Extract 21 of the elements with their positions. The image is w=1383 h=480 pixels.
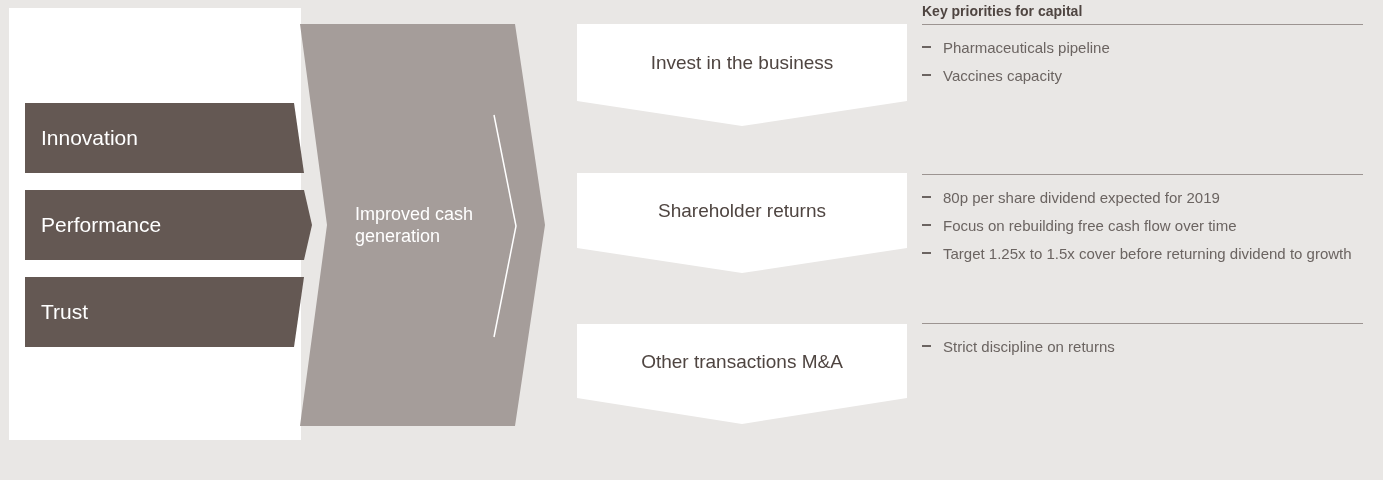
column-heading: Key priorities for capital bbox=[922, 3, 1083, 21]
bullet-text: 80p per share dividend expected for 2019 bbox=[943, 188, 1220, 208]
node-label: Innovation bbox=[41, 124, 138, 151]
bullet-text: Strict discipline on returns bbox=[943, 337, 1115, 357]
pillar-box bbox=[25, 277, 304, 347]
down-chevron-box bbox=[577, 24, 907, 126]
down-chevron-box bbox=[577, 324, 907, 424]
node-label: Shareholder returns bbox=[658, 198, 826, 223]
bullet-text: Pharmaceuticals pipeline bbox=[943, 38, 1110, 58]
node-label: Other transactions M&A bbox=[641, 349, 843, 374]
down-chevron-box bbox=[577, 173, 907, 273]
bullet-text: Vaccines capacity bbox=[943, 66, 1062, 86]
pillar-box bbox=[25, 103, 304, 173]
node-label: Performance bbox=[41, 211, 162, 238]
node-label: Invest in the business bbox=[650, 50, 834, 75]
node-label: Trust bbox=[41, 298, 89, 325]
bullet-text: Focus on rebuilding free cash flow over time bbox=[943, 216, 1237, 236]
node-label: Improved cash generation bbox=[355, 202, 475, 248]
pillar-box bbox=[25, 190, 312, 260]
bullet-text: Target 1.25x to 1.5x cover before returning dividend to growth bbox=[943, 244, 1352, 264]
chevron-shape bbox=[300, 24, 545, 426]
